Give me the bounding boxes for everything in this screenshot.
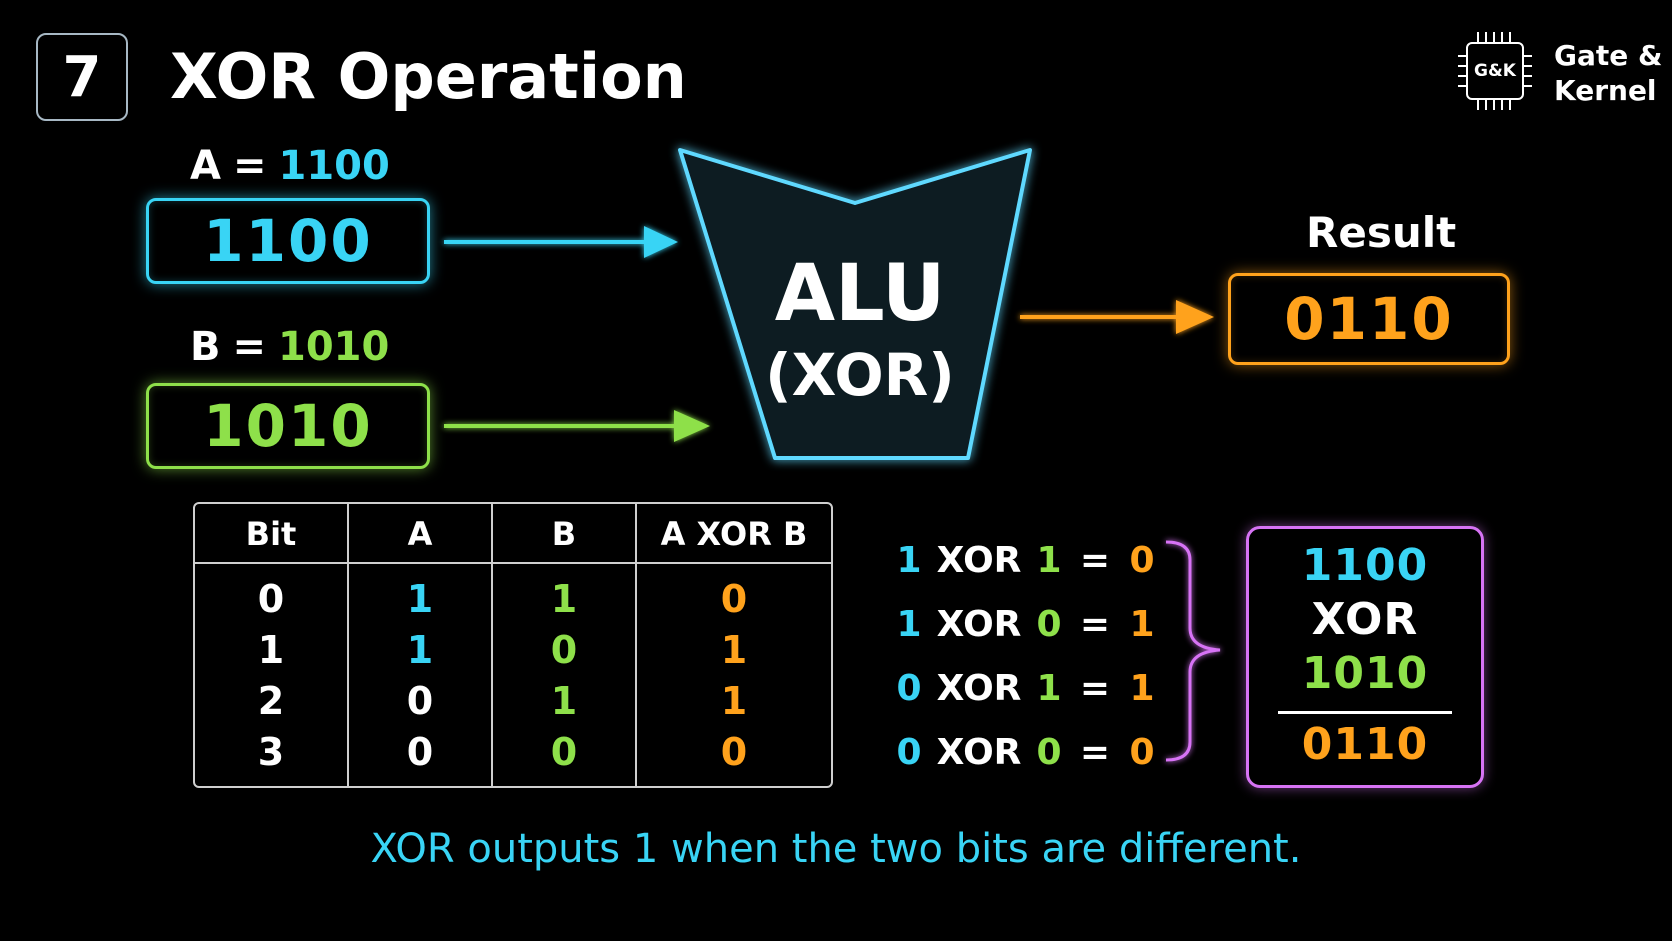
table-cell: 1 [720,679,748,723]
chip-icon [1458,32,1532,110]
step-number: 7 [62,44,102,110]
truth-table-header: Bit A B A XOR B [195,504,831,564]
alu-shape [678,148,1032,460]
table-cell: 0 [550,730,578,774]
curly-brace-icon [1165,540,1221,762]
table-cell: 1 [406,577,434,621]
equation-a-bit: 0 [896,667,922,709]
header-a: A [407,515,433,553]
table-cell: 0 [257,577,285,621]
input-b-equals: = [232,324,267,370]
equation-operator: XOR [936,667,1022,709]
equation-equals: = [1079,667,1111,709]
header-b: B [551,515,577,553]
equation-result: 0 [1129,539,1155,581]
input-a-box: 1100 [146,198,430,284]
table-cell: 0 [550,628,578,672]
equation-equals: = [1079,603,1111,645]
input-b-label-value: 1010 [278,324,390,370]
result-box: 0110 [1228,273,1510,365]
result-value: 0110 [1284,285,1454,353]
alu-title: ALU [774,249,946,339]
table-cell: 1 [550,679,578,723]
arrow-b-icon [444,410,710,442]
equation-result: 1 [1129,667,1155,709]
table-cell: 1 [257,628,285,672]
table-cell: 2 [257,679,285,723]
summary-divider [1278,711,1452,714]
column-a: 1 1 0 0 [347,564,491,786]
equation-b-bit: 0 [1036,731,1062,773]
equation-result: 0 [1129,731,1155,773]
result-label: Result [1306,208,1457,257]
table-cell: 0 [720,577,748,621]
column-bit: 0 1 2 3 [195,564,347,786]
truth-table: Bit A B A XOR B 0 1 2 3 1 1 0 0 1 0 1 0 … [193,502,833,788]
truth-table-body: 0 1 2 3 1 1 0 0 1 0 1 0 0 1 1 0 [195,564,831,786]
summary-operand-b: 1010 [1301,648,1429,699]
equation-operator: XOR [936,603,1022,645]
equation-row: 1 XOR 1 = 0 [888,528,1164,592]
table-cell: 1 [550,577,578,621]
table-cell: 0 [406,730,434,774]
xor-summary-box: 1100 XOR 1010 0110 [1246,526,1484,788]
equation-a-bit: 0 [896,731,922,773]
logo: G&K Gate & Kernel [1458,30,1662,116]
table-cell: 0 [406,679,434,723]
equation-row: 0 XOR 1 = 1 [888,656,1164,720]
summary-operator: XOR [1311,594,1419,645]
alu-label: ALU (XOR) [690,248,1030,410]
header-a-xor-b: A XOR B [660,515,808,553]
caption: XOR outputs 1 when the two bits are diff… [370,826,1302,872]
equation-row: 0 XOR 0 = 0 [888,720,1164,784]
summary-result: 0110 [1301,719,1429,770]
equation-b-bit: 1 [1036,667,1062,709]
table-cell: 0 [720,730,748,774]
equation-a-bit: 1 [896,603,922,645]
equation-b-bit: 0 [1036,603,1062,645]
equation-a-bit: 1 [896,539,922,581]
input-a-equals: = [232,143,267,189]
equation-operator: XOR [936,731,1022,773]
input-a-name: A [190,143,221,189]
input-b-name: B [190,324,221,370]
equation-b-bit: 1 [1036,539,1062,581]
column-a-xor-b: 0 1 1 0 [635,564,831,786]
table-cell: 1 [406,628,434,672]
equation-equals: = [1079,731,1111,773]
equation-equals: = [1079,539,1111,581]
input-b-value: 1010 [203,392,373,460]
logo-wordmark: Gate & Kernel [1554,38,1662,108]
summary-operand-a: 1100 [1301,540,1429,591]
input-a-label-value: 1100 [278,143,390,189]
alu-operation: (XOR) [765,341,955,409]
logo-line-2: Kernel [1554,74,1657,107]
input-b-label: B=1010 [190,324,389,370]
table-cell: 1 [720,628,748,672]
bitwise-equations: 1 XOR 1 = 0 1 XOR 0 = 1 0 XOR 1 = 1 0 XO… [888,528,1164,784]
equation-row: 1 XOR 0 = 1 [888,592,1164,656]
logo-line-1: Gate & [1554,39,1663,72]
column-b: 1 0 1 0 [491,564,635,786]
arrow-a-icon [444,226,678,258]
page-title: XOR Operation [170,40,687,113]
equation-result: 1 [1129,603,1155,645]
table-cell: 3 [257,730,285,774]
equation-operator: XOR [936,539,1022,581]
logo-chip-text: G&K [1466,42,1524,100]
input-b-box: 1010 [146,383,430,469]
input-a-label: A=1100 [190,143,390,189]
header-bit: Bit [245,515,297,553]
arrow-result-icon [1020,300,1214,334]
step-number-badge: 7 [36,33,128,121]
input-a-value: 1100 [203,207,373,275]
